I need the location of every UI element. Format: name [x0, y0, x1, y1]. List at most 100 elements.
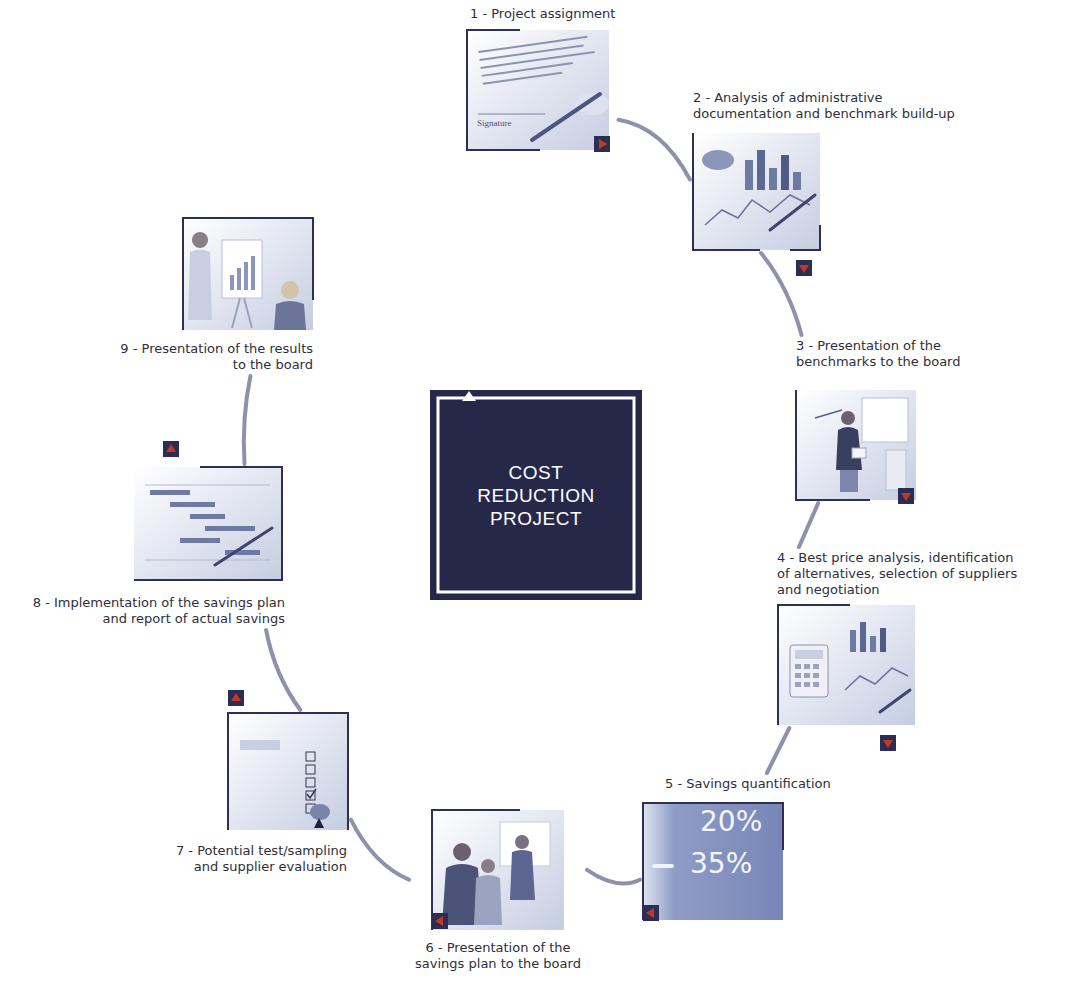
results-photo-part	[230, 256, 255, 290]
cycle-connector	[244, 376, 251, 464]
step-marker-part	[435, 916, 443, 926]
center-title: COST REDUCTION PROJECT	[461, 461, 611, 530]
plan-photo-part-part	[190, 514, 225, 519]
calculator-photo-part	[790, 645, 828, 697]
step-node: 6 - Presentation of the savings plan to …	[412, 810, 584, 972]
cycle-connector	[587, 870, 640, 884]
results-photo-part-part	[237, 268, 241, 290]
results-photo-part	[183, 218, 313, 330]
step-node: 8 - Implementation of the savings plan a…	[15, 467, 285, 627]
calculator-photo-part	[860, 622, 866, 652]
step-marker	[163, 441, 179, 457]
chart-photo-part	[702, 150, 734, 170]
document-photo-part-part	[481, 52, 595, 68]
document-photo-part	[532, 94, 600, 140]
step-marker	[898, 488, 914, 504]
plan-photo-part	[145, 485, 270, 560]
calculator-photo-part-part	[795, 682, 801, 687]
step-caption: 5 - Savings quantification	[665, 776, 831, 792]
step-caption: 7 - Potential test/sampling and supplier…	[157, 843, 347, 875]
checklist-photo-part	[228, 713, 348, 830]
step-marker-part	[880, 735, 896, 751]
center-box: COST REDUCTION PROJECT	[430, 390, 642, 600]
document-photo-part	[478, 36, 596, 84]
presenter-photo-part	[796, 390, 916, 500]
calculator-photo-part	[880, 690, 910, 712]
step-caption: 3 - Presentation of the benchmarks to th…	[796, 338, 981, 370]
results-photo-part-part	[244, 262, 248, 290]
plan-photo-part-part	[145, 485, 270, 486]
calculator-photo-part-part	[804, 673, 810, 678]
step-node: 9 - Presentation of the results to the b…	[111, 218, 313, 373]
results-photo-part	[244, 298, 252, 328]
calculator-photo-part-part	[813, 673, 819, 678]
checklist-photo	[228, 713, 348, 830]
chart-photo-part	[693, 133, 760, 250]
step-marker-part	[799, 265, 809, 273]
meeting-photo-part	[453, 843, 471, 861]
checklist-photo-part	[307, 789, 316, 798]
step-node: 4 - Best price analysis, identification …	[777, 550, 1022, 725]
percent-photo-part	[643, 803, 783, 920]
plan-photo-part-part	[180, 538, 220, 543]
results-photo-part	[192, 232, 208, 248]
document-photo-part-part	[480, 45, 584, 60]
checklist-photo-part	[228, 713, 348, 830]
calculator-photo-part-part	[795, 673, 801, 678]
results-photo-part-part	[251, 256, 255, 290]
results-photo-part	[281, 281, 299, 299]
calculator-photo-part-part	[804, 682, 810, 687]
document-photo-part	[575, 93, 609, 115]
checklist-photo-part-part	[306, 752, 315, 761]
calculator-photo-part	[850, 630, 856, 652]
step-marker-part	[646, 908, 654, 918]
chart-photo-part	[790, 225, 820, 250]
cycle-connector	[619, 120, 691, 180]
calculator-photo-part	[795, 664, 819, 687]
plan-photo-part-part	[150, 490, 190, 495]
plan-photo-part-part	[145, 560, 270, 561]
chart-photo-part	[757, 150, 765, 190]
plan-photo-part	[134, 467, 282, 580]
presenter-photo-part	[796, 390, 870, 500]
results-photo-part-part	[230, 275, 234, 290]
checklist-photo-part-part	[306, 765, 315, 774]
calculator-photo-part	[795, 650, 823, 659]
plan-photo-part	[134, 467, 282, 580]
document-photo-part	[478, 114, 545, 115]
step-marker	[594, 136, 610, 152]
step-caption: 6 - Presentation of the savings plan to …	[412, 940, 584, 972]
center-triangle	[462, 391, 476, 401]
step-marker-part	[163, 441, 179, 457]
percent-text: 35%	[690, 848, 752, 880]
percent-text: 20%	[700, 806, 762, 838]
step-marker	[880, 735, 896, 751]
calculator-photo	[778, 605, 915, 725]
chart-photo-part	[793, 172, 801, 190]
meeting-photo-part	[432, 810, 520, 930]
plan-photo	[134, 467, 282, 580]
step-marker-part	[898, 488, 914, 504]
step-marker-part	[594, 136, 610, 152]
step-marker-part	[901, 493, 911, 501]
step-marker-part	[883, 740, 893, 748]
cycle-connector	[761, 253, 802, 335]
cycle-connector	[767, 728, 789, 773]
step-caption: 4 - Best price analysis, identification …	[777, 550, 1022, 598]
cycle-connector	[799, 503, 818, 547]
step-marker-part	[231, 693, 241, 701]
step-marker	[796, 260, 812, 276]
presenter-photo-part	[815, 410, 842, 418]
document-photo-part-part	[483, 73, 562, 84]
presenter-photo-part	[852, 448, 866, 458]
calculator-photo-part	[845, 668, 908, 690]
cycle-connector	[351, 820, 409, 880]
chart-photo-part	[781, 155, 789, 190]
signature-text: Signature	[477, 118, 512, 128]
step-node: 3 - Presentation of the benchmarks to th…	[796, 338, 981, 500]
presenter-photo-part	[841, 411, 855, 425]
step-marker-part	[228, 690, 244, 706]
document-photo	[467, 30, 609, 150]
meeting-photo-part	[515, 835, 529, 849]
